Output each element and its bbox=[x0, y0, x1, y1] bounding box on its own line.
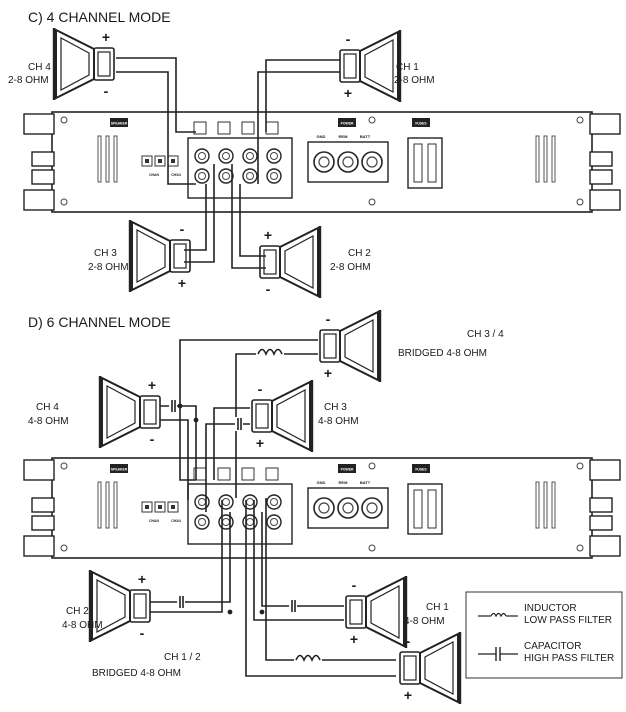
polarity-top: + bbox=[138, 571, 146, 587]
speaker-c-ch1-icon: -+ bbox=[339, 30, 402, 102]
d-ch34-name: CH 3 / 4 bbox=[467, 329, 504, 340]
speaker-c-ch4-icon: +- bbox=[52, 28, 115, 100]
terminal-label-rem: REM bbox=[339, 480, 349, 485]
c-ch1-name: CH 1 bbox=[396, 62, 419, 73]
terminal-label-rem: REM bbox=[339, 134, 349, 139]
d-ch1-name: CH 1 bbox=[426, 602, 449, 613]
polarity-top: - bbox=[352, 577, 357, 593]
speaker-d-ch1-icon: -+ bbox=[345, 576, 408, 648]
polarity-bottom: - bbox=[266, 281, 271, 297]
polarity-top: - bbox=[326, 311, 331, 327]
capacitor-ch2-icon bbox=[177, 595, 185, 609]
polarity-top: + bbox=[264, 227, 272, 243]
polarity-bottom: - bbox=[140, 625, 145, 641]
legend-capacitor-icon bbox=[478, 647, 518, 661]
legend-inductor-icon bbox=[478, 612, 518, 618]
wires-c bbox=[116, 57, 340, 269]
polarity-bottom: + bbox=[404, 687, 412, 703]
capacitor-ch3-icon bbox=[235, 417, 243, 431]
legend-inductor-name: INDUCTOR bbox=[524, 603, 577, 614]
speaker-c-ch3-icon: -+ bbox=[128, 220, 191, 292]
legend-capacitor-name: CAPACITOR bbox=[524, 641, 581, 652]
polarity-bottom: + bbox=[344, 85, 352, 101]
polarity-bottom: + bbox=[350, 631, 358, 647]
d-ch4-ohm: 4-8 OHM bbox=[28, 416, 69, 427]
speaker-label: SPEAKER bbox=[111, 122, 128, 126]
polarity-top: - bbox=[180, 221, 185, 237]
terminal-label-gnd: GND bbox=[317, 480, 326, 485]
speaker-label: SPEAKER bbox=[111, 468, 128, 472]
d-ch2-name: CH 2 bbox=[66, 606, 89, 617]
c-ch2-name: CH 2 bbox=[348, 248, 371, 259]
speaker-d-ch12-icon: -+ bbox=[399, 632, 462, 704]
speaker-d-ch2-icon: +- bbox=[88, 570, 151, 642]
capacitor-ch1-icon bbox=[289, 599, 297, 613]
terminal-label-batt: BATT bbox=[360, 134, 371, 139]
speaker-d-ch3-icon: -+ bbox=[251, 380, 314, 452]
polarity-top: + bbox=[102, 29, 110, 45]
terminal-label-batt: BATT bbox=[360, 480, 371, 485]
capacitor-ch4-icon bbox=[169, 399, 177, 413]
junction-dots bbox=[177, 403, 265, 615]
speaker-d-ch4-icon: +- bbox=[98, 376, 161, 448]
polarity-bottom: + bbox=[178, 275, 186, 291]
switch-label-1: CHAN bbox=[149, 173, 159, 177]
c-ch4-name: CH 4 bbox=[28, 62, 51, 73]
d-ch3-name: CH 3 bbox=[324, 402, 347, 413]
c-ch2-ohm: 2-8 OHM bbox=[330, 262, 371, 273]
legend-capacitor-desc: HIGH PASS FILTER bbox=[524, 653, 614, 664]
polarity-bottom: + bbox=[256, 435, 264, 451]
legend: INDUCTOR LOW PASS FILTER CAPACITOR HIGH … bbox=[465, 591, 623, 679]
switch-label-1: CHAN bbox=[149, 519, 159, 523]
polarity-top: - bbox=[406, 633, 411, 649]
inductor-ch12-icon bbox=[294, 650, 322, 662]
switch-label-2: CH3/4 bbox=[171, 519, 181, 523]
amplifier-d: SPEAKER CHAN CH3/4 POWER GND REM BATT FUSES bbox=[23, 457, 621, 559]
section-d-title: D) 6 CHANNEL MODE bbox=[28, 314, 171, 330]
polarity-top: - bbox=[346, 31, 351, 47]
polarity-top: + bbox=[148, 377, 156, 393]
speaker-terminal-block bbox=[187, 483, 293, 545]
d-ch2-ohm: 4-8 OHM bbox=[62, 620, 103, 631]
d-ch1-ohm: 4-8 OHM bbox=[404, 616, 445, 627]
d-ch34-ohm: BRIDGED 4-8 OHM bbox=[398, 348, 487, 359]
legend-inductor-desc: LOW PASS FILTER bbox=[524, 615, 612, 626]
terminal-label-gnd: GND bbox=[317, 134, 326, 139]
power-label: POWER bbox=[341, 122, 354, 126]
d-ch12-name: CH 1 / 2 bbox=[164, 652, 201, 663]
c-ch4-ohm: 2-8 OHM bbox=[8, 75, 49, 86]
polarity-top: - bbox=[258, 381, 263, 397]
switch-label-2: CH3/4 bbox=[171, 173, 181, 177]
speaker-c-ch2-icon: +- bbox=[259, 226, 322, 298]
amplifier-c: SPEAKER CHAN CH3/4 POWER GND REM BATT FUSES bbox=[23, 111, 621, 213]
fuse-holder bbox=[407, 483, 443, 535]
polarity-bottom: + bbox=[324, 365, 332, 381]
d-ch12-ohm: BRIDGED 4-8 OHM bbox=[92, 668, 181, 679]
inductor-ch34-icon bbox=[256, 344, 284, 356]
power-label: POWER bbox=[341, 468, 354, 472]
fuses-label: FUSES bbox=[415, 468, 427, 472]
fuse-holder bbox=[407, 137, 443, 189]
d-ch3-ohm: 4-8 OHM bbox=[318, 416, 359, 427]
c-ch3-name: CH 3 bbox=[94, 248, 117, 259]
polarity-bottom: - bbox=[104, 83, 109, 99]
fuses-label: FUSES bbox=[415, 122, 427, 126]
speaker-d-ch34-icon: -+ bbox=[319, 310, 382, 382]
polarity-bottom: - bbox=[150, 431, 155, 447]
c-ch3-ohm: 2-8 OHM bbox=[88, 262, 129, 273]
section-c-title: C) 4 CHANNEL MODE bbox=[28, 9, 171, 25]
d-ch4-name: CH 4 bbox=[36, 402, 59, 413]
c-ch1-ohm: 2-8 OHM bbox=[394, 75, 435, 86]
